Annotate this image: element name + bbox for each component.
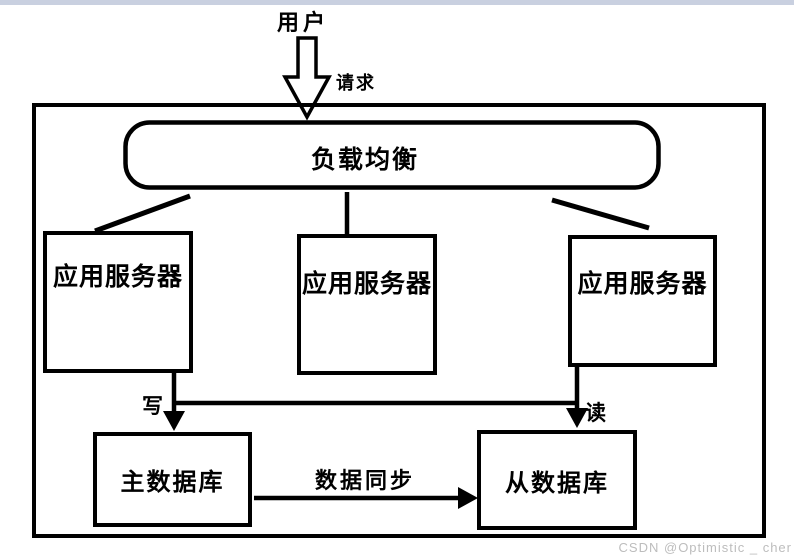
load-balancer-shape xyxy=(123,120,661,190)
request-block-arrow-icon xyxy=(282,36,332,121)
load-balancer-label: 负载均衡 xyxy=(311,147,420,174)
slave-db-box: 从数据库 xyxy=(477,430,637,530)
master-db-box: 主数据库 xyxy=(93,432,252,527)
slave-db-label: 从数据库 xyxy=(505,470,609,497)
system-boundary-box xyxy=(32,103,766,538)
sync-arrowhead-icon xyxy=(458,487,478,509)
app-server-3-label: 应用服务器 xyxy=(577,271,708,298)
window-top-band xyxy=(0,0,794,5)
app-server-3-box: 应用服务器 xyxy=(568,235,717,367)
user-label: 用户 xyxy=(277,10,330,35)
write-arrowhead-icon xyxy=(163,411,185,431)
master-db-label: 主数据库 xyxy=(120,470,225,496)
write-edge-label: 写 xyxy=(142,394,163,418)
app-server-1-box: 应用服务器 xyxy=(43,231,193,373)
app-server-1-label: 应用服务器 xyxy=(52,264,183,291)
request-edge-label: 请求 xyxy=(336,73,376,93)
lb-to-app3-line xyxy=(551,197,650,231)
read-arrowhead-icon xyxy=(566,408,588,428)
app-server-2-label: 应用服务器 xyxy=(301,271,432,298)
lb-to-app1-line xyxy=(94,193,191,234)
app-server-2-box: 应用服务器 xyxy=(297,234,437,375)
sync-edge-label: 数据同步 xyxy=(315,468,416,493)
csdn-watermark: CSDN @Optimistic _ cher xyxy=(618,540,792,555)
read-edge-label: 读 xyxy=(585,401,606,425)
